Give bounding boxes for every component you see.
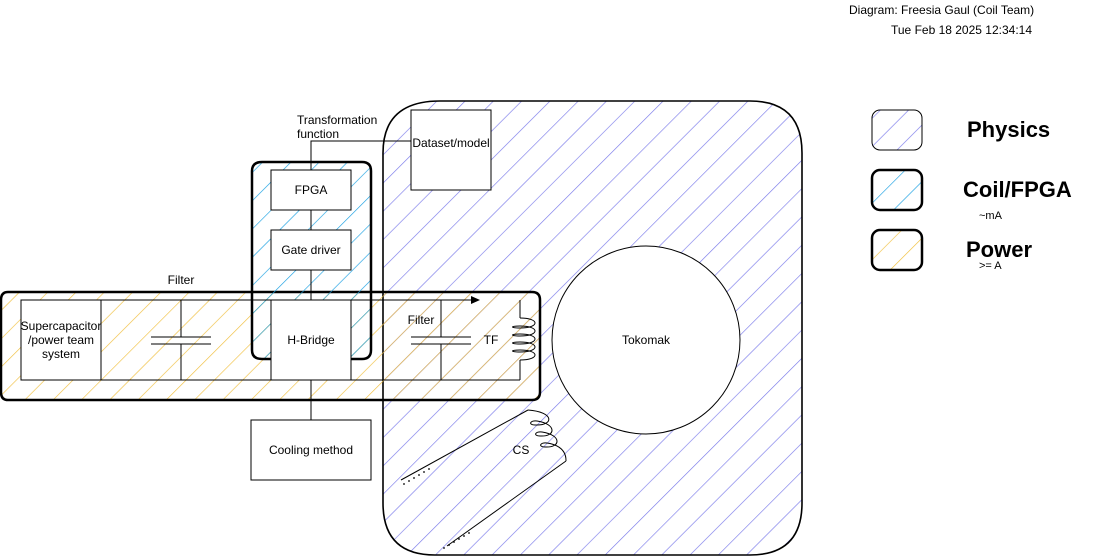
transformation-function-label-line2: function [297,127,339,141]
legend-power-sublabel: >= A [979,260,1002,272]
supercapacitor-block[interactable] [20,299,102,381]
supercapacitor-label-line2: /power team [28,333,94,347]
capacitor-right [411,336,471,345]
cs-label: CS [513,443,530,457]
transformation-function-label-line1: Transformation [297,113,377,127]
gate-driver-block[interactable] [270,229,352,271]
tokomak-label: Tokomak [622,333,671,347]
tokomak-circle[interactable] [551,245,741,435]
legend-power-label: Power [966,237,1032,262]
legend-physics-label: Physics [967,117,1050,142]
capacitor-left [151,336,211,345]
fpga-block[interactable] [270,169,352,211]
tf-label: TF [484,333,499,347]
supercapacitor-label-line1: Supercapacitor [21,319,102,333]
legend-coil-fpga-label: Coil/FPGA [963,177,1072,202]
diagram-author: Diagram: Freesia Gaul (Coil Team) [849,3,1034,17]
legend-power-swatch [870,228,924,272]
cs-coil [527,409,567,462]
legend-coil-fpga-sublabel: ~mA [979,210,1003,222]
dataset-model-label: Dataset/model [412,136,489,150]
legend-physics-swatch [871,109,923,151]
dataset-model-block[interactable] [410,109,492,191]
cooling-method-block[interactable] [250,419,372,481]
filter-label-inner: Filter [408,313,435,327]
h-bridge-block[interactable] [270,299,352,381]
fpga-label: FPGA [295,183,328,197]
legend-coil-fpga-swatch [870,168,924,212]
gate-driver-label: Gate driver [281,243,340,257]
diagram-timestamp: Tue Feb 18 2025 12:34:14 [891,23,1032,37]
supercapacitor-label-line3: system [42,347,80,361]
cooling-method-label: Cooling method [269,443,353,457]
h-bridge-label: H-Bridge [287,333,335,347]
continuation-dots [403,468,470,549]
arrow-head [471,296,480,304]
filter-label-top: Filter [168,273,195,287]
tf-coil [512,317,536,361]
